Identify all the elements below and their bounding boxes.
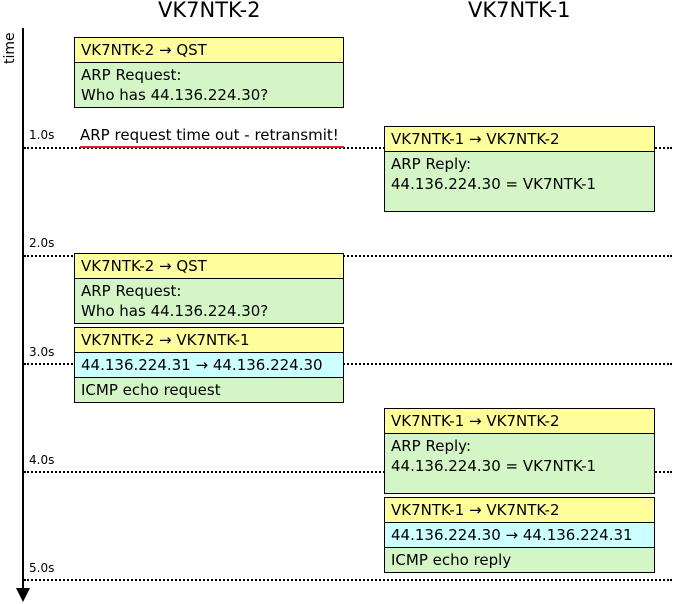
tick-label-4s: 4.0s [29, 453, 55, 467]
message-header: VK7NTK-2 → QST [75, 254, 343, 278]
message-body: ARP Reply: 44.136.224.30 = VK7NTK-1 [385, 433, 654, 493]
message-icmp-echo-reply: VK7NTK-1 → VK7NTK-2 44.136.224.30 → 44.1… [384, 497, 655, 573]
message-header: VK7NTK-1 → VK7NTK-2 [385, 409, 654, 433]
message-body: ARP Request: Who has 44.136.224.30? [75, 62, 343, 107]
message-ip-line: 44.136.224.31 → 44.136.224.30 [75, 352, 343, 377]
column-header-vk7ntk-1: VK7NTK-1 [468, 0, 571, 22]
message-body: ICMP echo reply [385, 547, 654, 572]
time-axis [22, 28, 24, 596]
message-icmp-echo-request: VK7NTK-2 → VK7NTK-1 44.136.224.31 → 44.1… [74, 327, 344, 403]
message-arp-request-1: VK7NTK-2 → QST ARP Request: Who has 44.1… [74, 37, 344, 108]
tick-label-5s: 5.0s [29, 561, 55, 575]
tick-label-2s: 2.0s [29, 236, 55, 250]
time-gridline-3s [24, 363, 672, 365]
tick-label-3s: 3.0s [29, 345, 55, 359]
time-gridline-5s [24, 579, 672, 581]
message-body: ICMP echo request [75, 377, 343, 402]
message-header: VK7NTK-2 → VK7NTK-1 [75, 328, 343, 352]
time-gridline-2s [24, 255, 672, 257]
time-axis-label: time [2, 32, 18, 64]
message-header: VK7NTK-1 → VK7NTK-2 [385, 127, 654, 151]
time-gridline-1s [24, 147, 672, 149]
time-axis-arrow-icon [16, 588, 30, 602]
message-header: VK7NTK-1 → VK7NTK-2 [385, 498, 654, 522]
retransmit-note: ARP request time out - retransmit! [80, 126, 339, 144]
message-ip-line: 44.136.224.30 → 44.136.224.31 [385, 522, 654, 547]
message-arp-request-2: VK7NTK-2 → QST ARP Request: Who has 44.1… [74, 253, 344, 324]
time-gridline-4s [24, 471, 672, 473]
message-body: ARP Reply: 44.136.224.30 = VK7NTK-1 [385, 151, 654, 211]
message-arp-reply-2: VK7NTK-1 → VK7NTK-2 ARP Reply: 44.136.22… [384, 408, 655, 494]
column-header-vk7ntk-2: VK7NTK-2 [158, 0, 261, 22]
message-body: ARP Request: Who has 44.136.224.30? [75, 278, 343, 323]
retransmit-underline [80, 146, 344, 148]
message-arp-reply-1: VK7NTK-1 → VK7NTK-2 ARP Reply: 44.136.22… [384, 126, 655, 212]
message-header: VK7NTK-2 → QST [75, 38, 343, 62]
tick-label-1s: 1.0s [29, 128, 55, 142]
